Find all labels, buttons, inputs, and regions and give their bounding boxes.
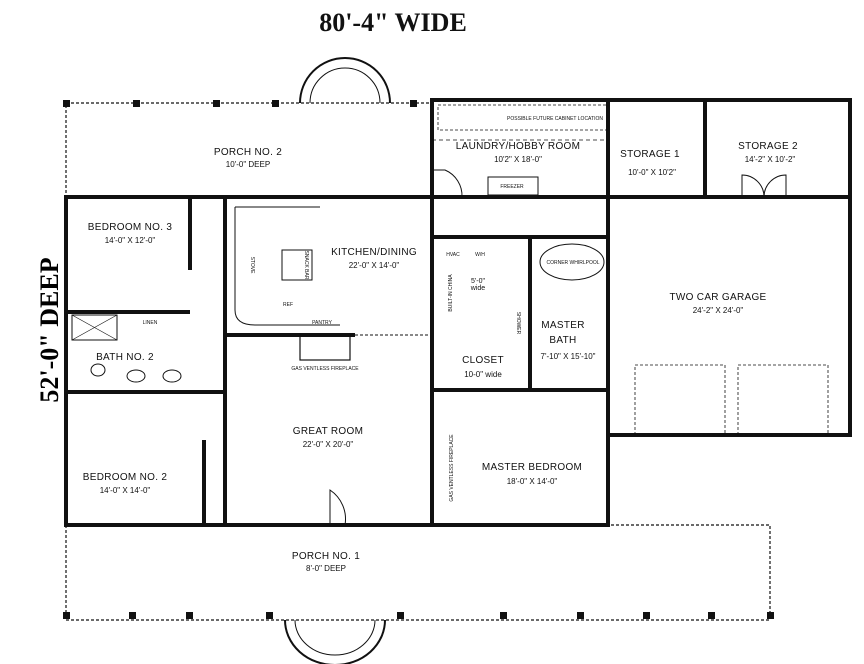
built-in-label: BUILT-IN CHINA	[448, 274, 454, 312]
bath2-name: BATH NO. 2	[96, 352, 154, 363]
storage2-dim: 14'-2" X 10'-2"	[744, 155, 796, 164]
door-laundry	[432, 169, 463, 198]
storage2-name: STORAGE 2	[738, 141, 798, 152]
kitchen-name: KITCHEN/DINING	[331, 247, 417, 258]
master-bath-name1: MASTER	[541, 320, 585, 331]
wh-label: W/H	[475, 252, 485, 258]
garage-door-1	[634, 364, 726, 436]
linen-label: LINEN	[142, 320, 158, 326]
toilet	[90, 363, 106, 377]
fireplace-master-label: GAS VENTLESS FIREPLACE	[449, 434, 455, 502]
bedroom2-dim: 14'-0" X 14'-0"	[99, 486, 151, 495]
master-bath-name2: BATH	[549, 335, 577, 346]
cabinet-area	[437, 104, 609, 131]
shower-label: SHOWER	[515, 311, 521, 335]
hall-width-label: 5'-0" wide	[470, 278, 486, 292]
bedroom3-dim: 14'-0" X 12'-0"	[104, 236, 156, 245]
porch1-name: PORCH NO. 1	[291, 551, 361, 562]
door-storage2	[741, 174, 787, 198]
freezer-box	[487, 176, 539, 196]
pantry-label: PANTRY	[312, 320, 332, 326]
snack-bar-label: SNACK BAR	[303, 250, 309, 280]
storage1-name: STORAGE 1	[620, 149, 680, 160]
kitchen-counter	[234, 206, 340, 326]
fireplace-label: GAS VENTLESS FIREPLACE	[291, 366, 359, 372]
stove-label: STOVE	[249, 256, 255, 274]
width-label: 80'-4" WIDE	[319, 8, 467, 37]
whirlpool-label: CORNER WHIRLPOOL	[546, 260, 600, 266]
laundry-name: LAUNDRY/HOBBY ROOM	[455, 141, 581, 152]
cabinet-note: POSSIBLE FUTURE CABINET LOCATION	[507, 116, 603, 122]
closet-dim: 10-0" wide	[464, 370, 502, 379]
master-bedroom-name: MASTER BEDROOM	[481, 462, 583, 473]
porch-2-arc	[299, 57, 391, 104]
garage-dim: 24'-2" X 24'-0"	[692, 306, 744, 315]
garage-door-2	[737, 364, 829, 436]
great-room-name: GREAT ROOM	[292, 426, 364, 437]
bedroom2-name: BEDROOM NO. 2	[82, 472, 168, 483]
bedroom3-name: BEDROOM NO. 3	[87, 222, 173, 233]
ref-label: REF	[283, 302, 293, 308]
porch2-dim: 10'-0" DEEP	[225, 160, 271, 169]
depth-label: 52'-0" DEEP	[35, 257, 64, 403]
porch1-dim: 8'-0" DEEP	[306, 564, 346, 573]
garage-name: TWO CAR GARAGE	[669, 292, 767, 303]
whirlpool-tub	[539, 243, 605, 281]
porch2-name: PORCH NO. 2	[213, 147, 283, 158]
porch-1-arc	[284, 619, 386, 664]
closet-name: CLOSET	[462, 355, 504, 366]
exterior-wall	[64, 98, 852, 527]
master-bedroom-dim: 18'-0" X 14'-0"	[506, 477, 558, 486]
kitchen-island	[281, 249, 313, 281]
porch-posts	[63, 100, 774, 619]
door-great-room	[329, 489, 346, 526]
master-bath-dim: 7'-10" X 15'-10"	[540, 352, 596, 361]
kitchen-dim: 22'-0" X 14'-0"	[348, 261, 400, 270]
storage1-dim: 10'-0" X 10'2"	[628, 168, 676, 177]
sink	[126, 369, 146, 383]
great-room-dim: 22'-0" X 20'-0"	[302, 440, 354, 449]
hvac-label: HVAC	[446, 252, 460, 258]
freezer-label: FREEZER	[500, 184, 524, 190]
shower-bath2	[71, 314, 118, 341]
laundry-dim: 10'2" X 18'-0"	[494, 155, 542, 164]
porch-1-outline	[65, 524, 771, 621]
fireplace	[299, 334, 351, 361]
